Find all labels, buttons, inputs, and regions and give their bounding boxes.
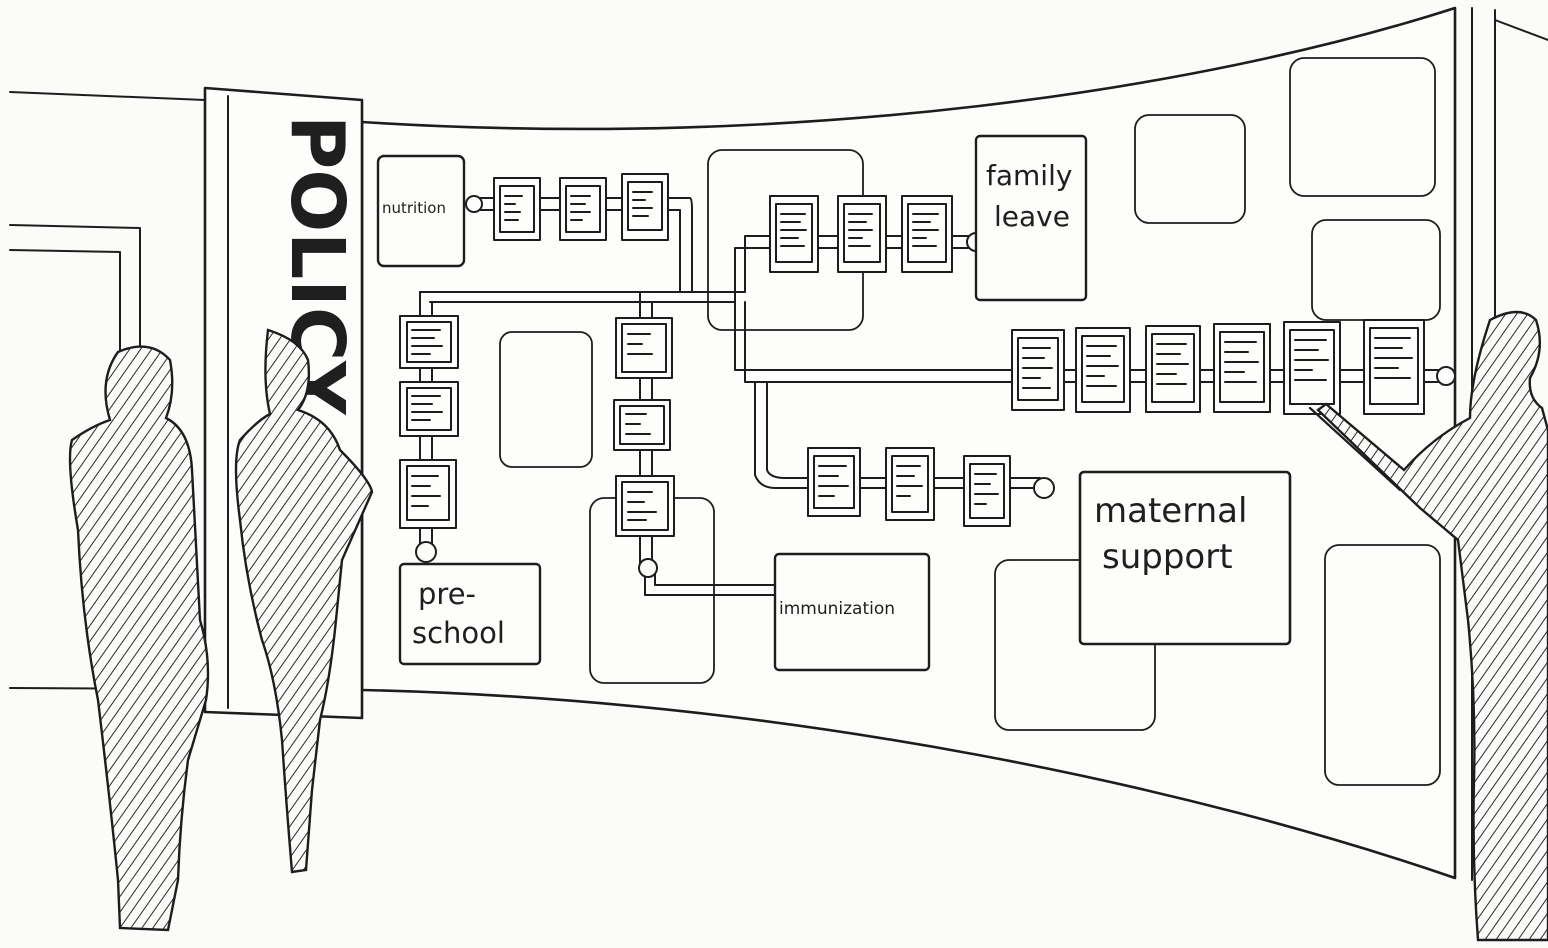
- doc-card: [1214, 324, 1270, 412]
- topic-maternal-support: maternal support: [1080, 472, 1290, 644]
- doc-card: [400, 382, 458, 436]
- visitor-left: [70, 347, 208, 930]
- curved-wall: [362, 8, 1472, 880]
- preschool-line2: school: [412, 616, 505, 650]
- doc-card: [494, 178, 540, 240]
- nutrition-label: nutrition: [382, 199, 446, 217]
- doc-card: [886, 448, 934, 520]
- doc-card: [902, 196, 952, 272]
- family-leave-line2: leave: [994, 200, 1070, 233]
- doc-card: [964, 456, 1010, 526]
- maternal-support-line1: maternal: [1094, 491, 1247, 531]
- doc-card: [616, 476, 674, 536]
- preschool-line1: pre-: [418, 577, 476, 611]
- doc-card: [838, 196, 886, 272]
- doc-card: [614, 400, 670, 450]
- doc-card: [1012, 330, 1064, 410]
- doc-card: [1146, 326, 1200, 412]
- doc-card: [1364, 320, 1424, 414]
- topic-preschool: pre- school: [400, 564, 540, 664]
- doc-card: [770, 196, 818, 272]
- topic-family-leave: family leave: [976, 136, 1086, 300]
- doc-card: [1284, 322, 1340, 414]
- topic-immunization: immunization: [775, 554, 929, 670]
- family-leave-line1: family: [986, 159, 1072, 192]
- immunization-label: immunization: [779, 599, 895, 619]
- maternal-support-line2: support: [1102, 537, 1233, 577]
- doc-card: [616, 318, 672, 378]
- doc-card: [400, 316, 458, 368]
- doc-card: [560, 178, 606, 240]
- doc-card: [1076, 328, 1130, 412]
- doc-card: [622, 174, 668, 240]
- topic-nutrition: nutrition: [378, 156, 464, 266]
- doc-card: [808, 448, 860, 516]
- doc-card: [400, 460, 456, 528]
